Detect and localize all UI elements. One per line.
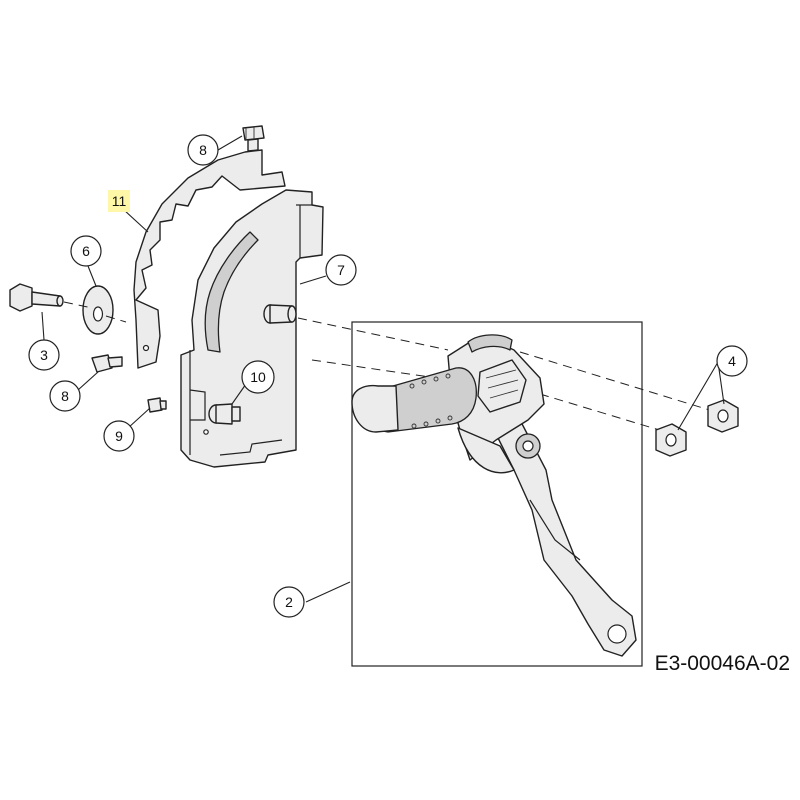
- part-3-bolt: [9, 283, 64, 312]
- callout-10-label: 10: [250, 369, 266, 385]
- callout-7: 7: [325, 254, 357, 286]
- callout-6-label: 6: [82, 243, 90, 259]
- callout-6: 6: [70, 235, 102, 267]
- part-9-pin: [147, 397, 167, 413]
- callout-2: 2: [273, 586, 305, 618]
- leader-lines: [41, 135, 725, 603]
- callout-8-left-label: 8: [61, 388, 69, 404]
- callout-8-top-label: 8: [199, 142, 207, 158]
- callout-10: 10: [241, 360, 275, 394]
- callout-7-label: 7: [337, 262, 345, 278]
- callout-11: 11: [108, 190, 130, 212]
- callout-8-top: 8: [187, 134, 219, 166]
- callout-3: 3: [28, 339, 60, 371]
- part-8-left-screw: [91, 354, 123, 373]
- part-2-box: [351, 321, 643, 667]
- callout-11-label: 11: [112, 193, 127, 209]
- part-7-shift-plate: [180, 189, 324, 468]
- assembly-dashed-lines: [63, 301, 717, 433]
- plate-pin: [263, 304, 297, 324]
- callout-4: 4: [716, 345, 748, 377]
- callout-4-label: 4: [728, 353, 736, 369]
- part-2-lever-assembly: [351, 334, 637, 657]
- callout-3-label: 3: [40, 347, 48, 363]
- callout-9-label: 9: [115, 428, 123, 444]
- part-10-shoulder-pin: [208, 403, 241, 425]
- callout-8-left: 8: [49, 380, 81, 412]
- callout-9: 9: [103, 420, 135, 452]
- part-11-toothed-bracket: [133, 149, 286, 369]
- part-4-nuts: [655, 399, 739, 457]
- figure-code: E3-00046A-02: [654, 652, 790, 675]
- part-8-top-screw: [242, 125, 265, 152]
- part-6-washer: [82, 285, 114, 335]
- callout-2-label: 2: [285, 594, 293, 610]
